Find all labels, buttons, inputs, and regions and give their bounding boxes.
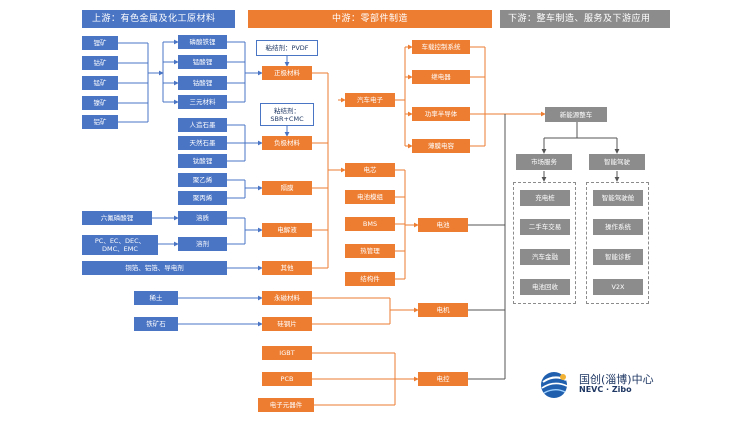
other-materials: 其他 bbox=[262, 261, 312, 275]
mineral-lithium-ore: 锂矿 bbox=[82, 36, 118, 50]
midstream-header: 中游：零部件制造 bbox=[248, 10, 492, 28]
igbt: IGBT bbox=[262, 346, 312, 360]
solvent-box: 溶剂 bbox=[178, 237, 227, 251]
mineral-cobalt-ore: 钴矿 bbox=[82, 56, 118, 70]
smart-diagnosis: 智能诊断 bbox=[593, 249, 643, 265]
anode-material: 负极材料 bbox=[262, 136, 312, 150]
cathode-material-ncm: 三元材料 bbox=[178, 95, 227, 109]
market-service: 市场服务 bbox=[516, 154, 572, 170]
downstream-header: 下游：整车制造、服务及下游应用 bbox=[500, 10, 670, 28]
separator: 隔膜 bbox=[262, 181, 312, 195]
electrolyte: 电解液 bbox=[262, 223, 312, 237]
charging-pile: 充电桩 bbox=[520, 190, 570, 206]
raw-lipf6: 六氟磷酸锂 bbox=[82, 211, 152, 225]
solute-box: 溶质 bbox=[178, 211, 227, 225]
cathode-material-lco: 钴酸锂 bbox=[178, 76, 227, 90]
globe-icon bbox=[541, 372, 568, 398]
thermal-management: 热管理 bbox=[345, 244, 395, 258]
battery-module: 电池模组 bbox=[345, 190, 395, 204]
battery: 电池 bbox=[418, 218, 468, 232]
raw-iron-ore: 铁矿石 bbox=[134, 317, 178, 331]
lithium-titanate: 钛酸锂 bbox=[178, 154, 227, 168]
mineral-aluminum-ore: 铝矿 bbox=[82, 115, 118, 129]
raw-carbonates: PC、EC、DEC、 DMC、EMC bbox=[82, 235, 158, 255]
logo-name-en: NEVC · Zibo bbox=[579, 385, 632, 394]
mineral-nickel-ore: 镍矿 bbox=[82, 96, 118, 110]
electronic-control: 电控 bbox=[418, 372, 468, 386]
battery-cell: 电芯 bbox=[345, 163, 395, 177]
upstream-header: 上游：有色金属及化工原材料 bbox=[82, 10, 235, 28]
cathode-material-lmo: 锰酸锂 bbox=[178, 55, 227, 69]
relay: 继电器 bbox=[412, 70, 470, 84]
graphite-artificial: 人造石墨 bbox=[178, 118, 227, 132]
binder-sbr-cmc: 粘结剂： SBR+CMC bbox=[260, 103, 314, 126]
cathode-material: 正极材料 bbox=[262, 66, 312, 80]
permanent-magnet: 永磁材料 bbox=[262, 291, 312, 305]
used-car-trading: 二手车交易 bbox=[520, 219, 570, 235]
logo-name-zh: 国创(淄博)中心 bbox=[579, 373, 654, 386]
bms: BMS bbox=[345, 217, 395, 231]
market-service-group bbox=[513, 182, 576, 304]
graphite-natural: 天然石墨 bbox=[178, 136, 227, 150]
electronic-components: 电子元器件 bbox=[258, 398, 314, 412]
raw-rare-earth: 稀土 bbox=[134, 291, 178, 305]
auto-electronics: 汽车电子 bbox=[345, 93, 395, 107]
smart-cockpit: 智能驾驶舱 bbox=[593, 190, 643, 206]
auto-finance: 汽车金融 bbox=[520, 249, 570, 265]
structural-parts: 结构件 bbox=[345, 272, 395, 286]
operating-system: 操作系统 bbox=[593, 219, 643, 235]
v2x: V2X bbox=[593, 279, 643, 295]
nevc-logo: 国创(淄博)中心 NEVC · Zibo bbox=[537, 370, 667, 400]
smart-driving-group bbox=[586, 182, 649, 304]
raw-foil-conductive: 铜箔、铝箔、导电剂 bbox=[82, 261, 227, 275]
motor: 电机 bbox=[418, 303, 468, 317]
silicon-steel: 硅钢片 bbox=[262, 317, 312, 331]
binder-pvdf: 粘结剂：PVDF bbox=[256, 40, 318, 56]
vehicle-control-system: 车载控制系统 bbox=[412, 40, 470, 54]
smart-driving: 智能驾驶 bbox=[589, 154, 645, 170]
film-capacitor: 薄膜电容 bbox=[412, 139, 470, 153]
new-energy-vehicle: 新能源整车 bbox=[545, 107, 607, 122]
battery-recycling: 电池回收 bbox=[520, 279, 570, 295]
mineral-manganese-ore: 锰矿 bbox=[82, 76, 118, 90]
pcb: PCB bbox=[262, 372, 312, 386]
polymer-polypropylene: 聚丙烯 bbox=[178, 191, 227, 205]
power-semiconductor: 功率半导体 bbox=[412, 107, 470, 121]
polymer-polyethylene: 聚乙烯 bbox=[178, 173, 227, 187]
cathode-material-lfp: 磷酸铁锂 bbox=[178, 35, 227, 49]
